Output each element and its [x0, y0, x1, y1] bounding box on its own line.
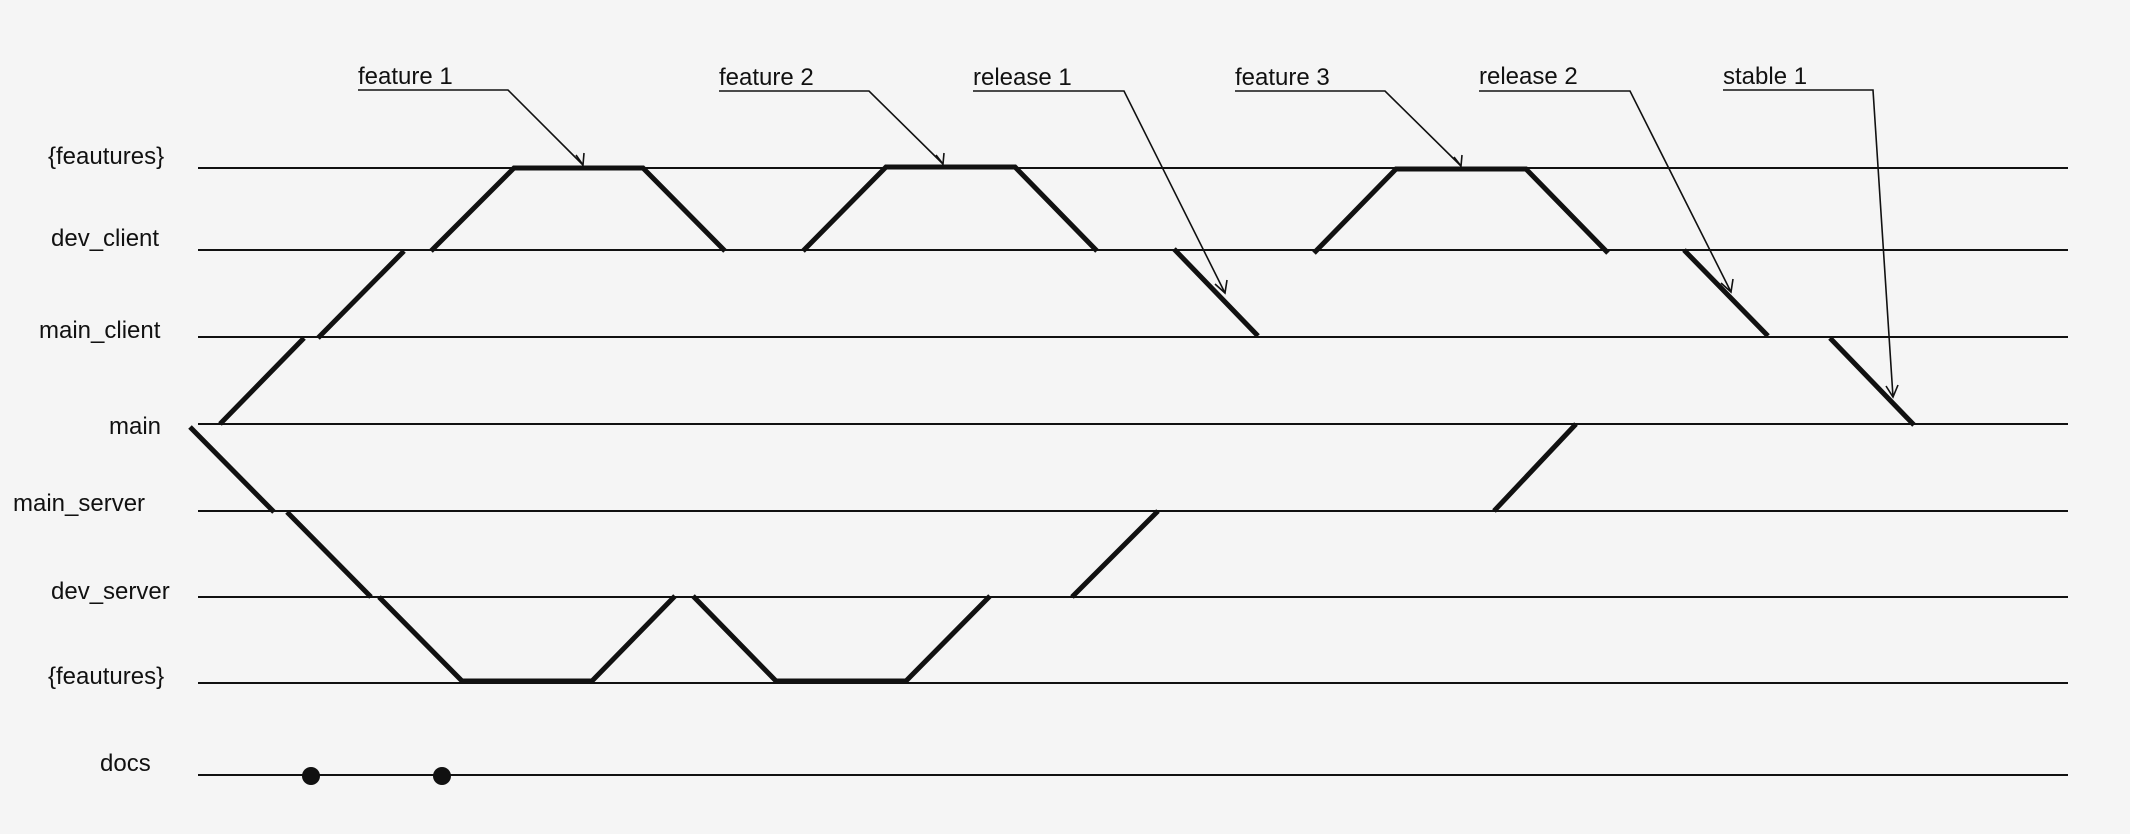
lane-label-main: main	[109, 413, 161, 440]
docs-commit-2	[433, 767, 451, 785]
branch-release-1	[1172, 247, 1260, 338]
annotation-leader-feature-1	[358, 89, 584, 166]
annotation-label-release-2: release 2	[1479, 63, 1578, 90]
annotation-leader-stable-1	[1723, 89, 1894, 398]
lane-label-main-server: main_server	[13, 490, 145, 517]
branch-feature-3	[1312, 166, 1610, 255]
branch-release-2	[1682, 248, 1770, 338]
branch-main-server-to-dev-server	[285, 510, 373, 599]
branch-main-to-main-server	[188, 425, 276, 514]
annotation-arrowhead-feature-2	[935, 152, 945, 167]
branch-stable-1	[1828, 336, 1916, 427]
branch-dev-server-to-main-server	[1070, 509, 1160, 599]
annotation-leader-release-2	[1479, 90, 1732, 293]
lane-label-dev-server: dev_server	[51, 578, 170, 605]
branch-feature-2	[801, 164, 1099, 253]
lane-label-main-client: main_client	[39, 317, 161, 344]
annotation-arrowhead-feature-1	[575, 152, 585, 168]
annotation-arrowhead-release-2	[1720, 278, 1734, 294]
annotation-leader-release-1	[973, 90, 1226, 294]
annotation-label-feature-3: feature 3	[1235, 64, 1330, 91]
branch-main-to-main-client	[218, 336, 306, 426]
lane-label-dev-client: dev_client	[51, 225, 159, 252]
annotation-arrowhead-stable-1	[1885, 384, 1899, 399]
lane-label-features-bottom: {feautures}	[48, 663, 164, 690]
branch-main-client-to-dev-client	[316, 249, 406, 340]
lane-label-features-top: {feautures}	[48, 143, 164, 170]
annotation-label-feature-2: feature 2	[719, 64, 814, 91]
annotation-leader-feature-3	[1235, 90, 1462, 167]
annotation-leader-feature-2	[719, 90, 944, 165]
branch-feature-1	[429, 165, 727, 253]
branch-server-feature-a	[377, 594, 677, 684]
branch-server-feature-b	[691, 594, 992, 684]
lane-label-docs: docs	[100, 750, 151, 777]
annotation-arrowhead-feature-3	[1453, 154, 1463, 169]
branch-main-server-to-main	[1492, 422, 1578, 513]
docs-commit-1	[302, 767, 320, 785]
annotation-label-release-1: release 1	[973, 64, 1072, 91]
annotation-label-feature-1: feature 1	[358, 63, 453, 90]
annotation-label-stable-1: stable 1	[1723, 63, 1807, 90]
annotation-arrowhead-release-1	[1214, 279, 1228, 295]
